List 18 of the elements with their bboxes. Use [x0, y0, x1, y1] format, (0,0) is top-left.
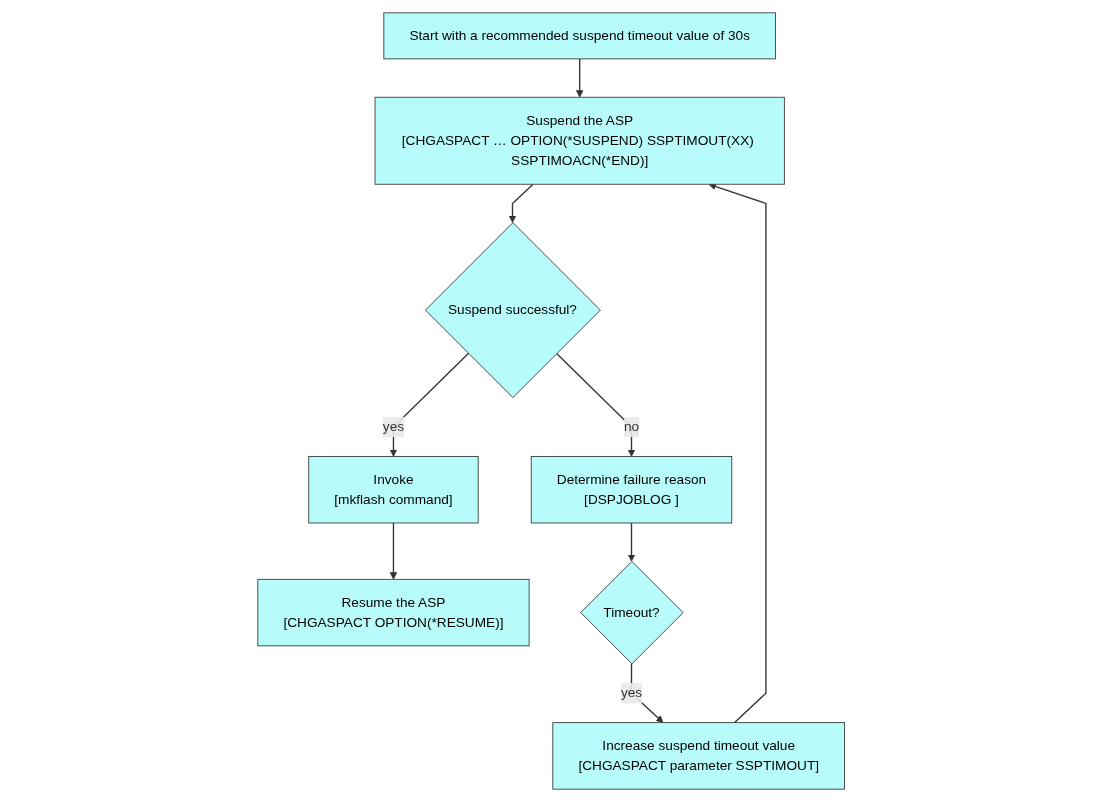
arrow [630, 663, 664, 723]
arrow [508, 183, 534, 223]
node-box: Resume the ASP [CHGASPACT OPTION(*RESUME)] [257, 578, 530, 647]
edge-label: yes [382, 419, 404, 434]
node-box: Invoke [mkflash command] [308, 456, 479, 524]
node-diamond: Suspend successful? [424, 222, 601, 399]
arrow [575, 58, 584, 98]
node-box: Determine failure reason [DSPJOBLOG ] [530, 456, 732, 524]
arrow [389, 522, 397, 580]
node-box: Start with a recommended suspend timeout value of 30s [383, 12, 776, 60]
node-box: Suspend the ASP [CHGASPACT … OPTION(*SUSPEND) SSPTIMOUT(XX) SSPTIMOACN(*END)] [374, 96, 785, 185]
edge-label: yes [620, 685, 642, 701]
arrow [627, 522, 636, 562]
arrow [389, 352, 469, 457]
edge-label: no [623, 419, 639, 434]
node-diamond: Timeout? [580, 560, 684, 665]
arrow [555, 352, 636, 457]
node-box: Increase suspend timeout value [CHGASPACT parameter SSPTIMOUT] [552, 722, 845, 790]
